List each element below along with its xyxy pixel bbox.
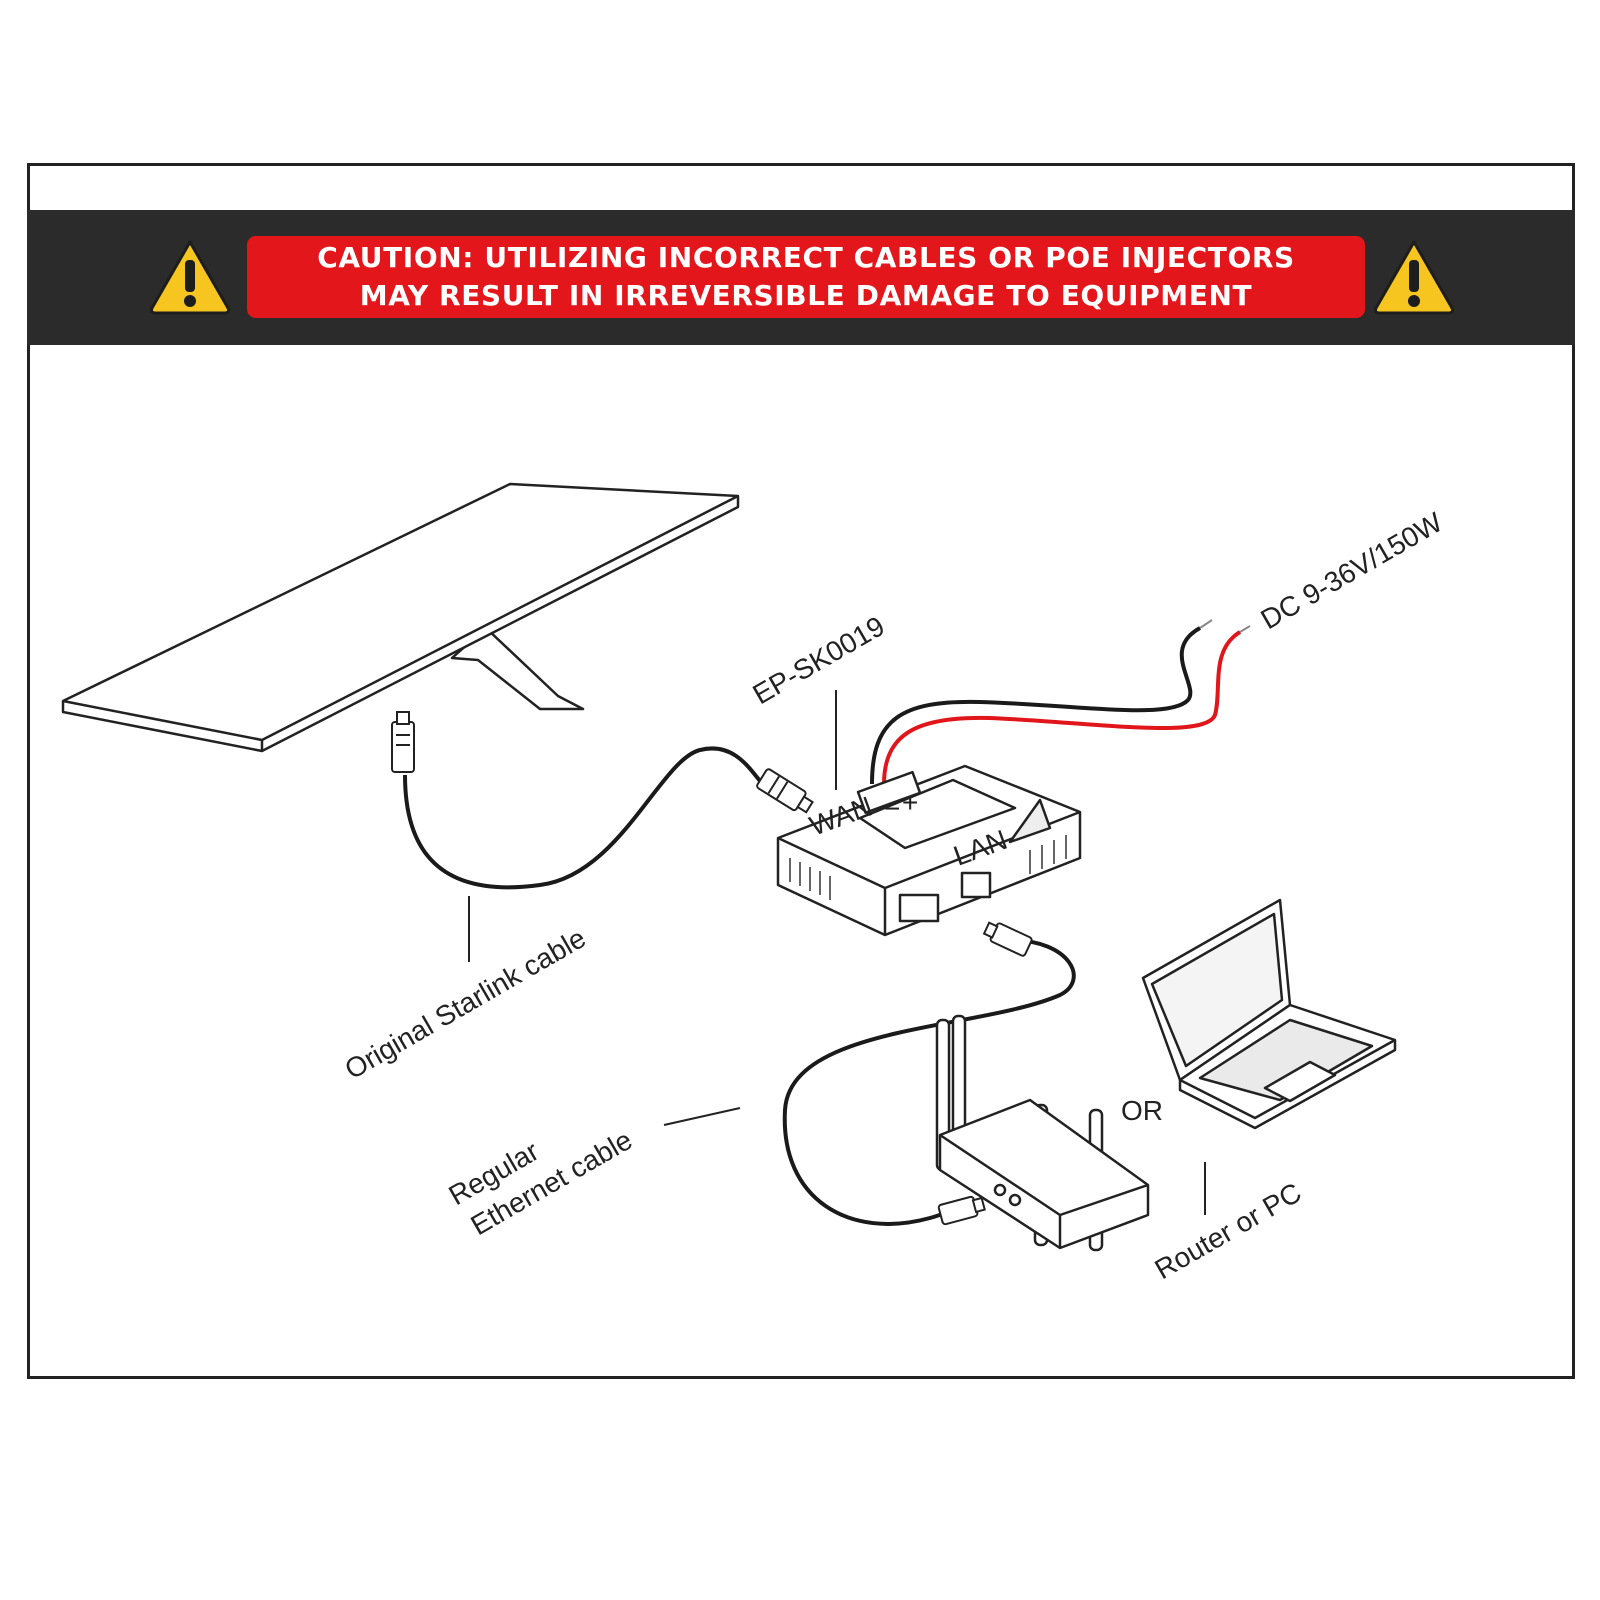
device-model-label: EP-SK0019: [748, 610, 890, 710]
router-or-pc-label: Router or PC: [1150, 1177, 1307, 1286]
laptop-icon: [1141, 898, 1397, 1130]
rj45-connector-icon: [937, 1195, 986, 1226]
starlink-dish-icon: [61, 482, 740, 753]
or-label: OR: [1121, 1095, 1163, 1126]
ethernet-cable: [782, 921, 1076, 1226]
starlink-cable-label: Original Starlink cable: [340, 922, 591, 1085]
ep-sk0019-device-icon: [776, 764, 1082, 937]
plus-terminal-label: +: [902, 787, 918, 818]
dc-power-cable: [870, 619, 1251, 785]
power-spec-label: DC 9-36V/150W: [1256, 506, 1449, 635]
router-icon: [935, 1014, 1150, 1252]
rj45-connector-icon: [391, 711, 415, 773]
leader-lines: [468, 690, 1206, 1215]
diagram-frame: [27, 163, 1575, 1379]
warning-icon-left: [150, 240, 230, 315]
minus-terminal-label: −: [884, 793, 900, 824]
caution-line-2: MAY RESULT IN IRREVERSIBLE DAMAGE TO EQU…: [359, 279, 1253, 312]
caution-message: CAUTION: UTILIZING INCORRECT CABLES OR P…: [247, 236, 1365, 318]
caution-line-1: CAUTION: UTILIZING INCORRECT CABLES OR P…: [317, 241, 1295, 274]
warning-icon-right: [1374, 240, 1454, 315]
rj45-connector-icon: [982, 921, 1033, 957]
starlink-cable: [391, 711, 814, 890]
rj45-connector-icon: [756, 768, 814, 814]
